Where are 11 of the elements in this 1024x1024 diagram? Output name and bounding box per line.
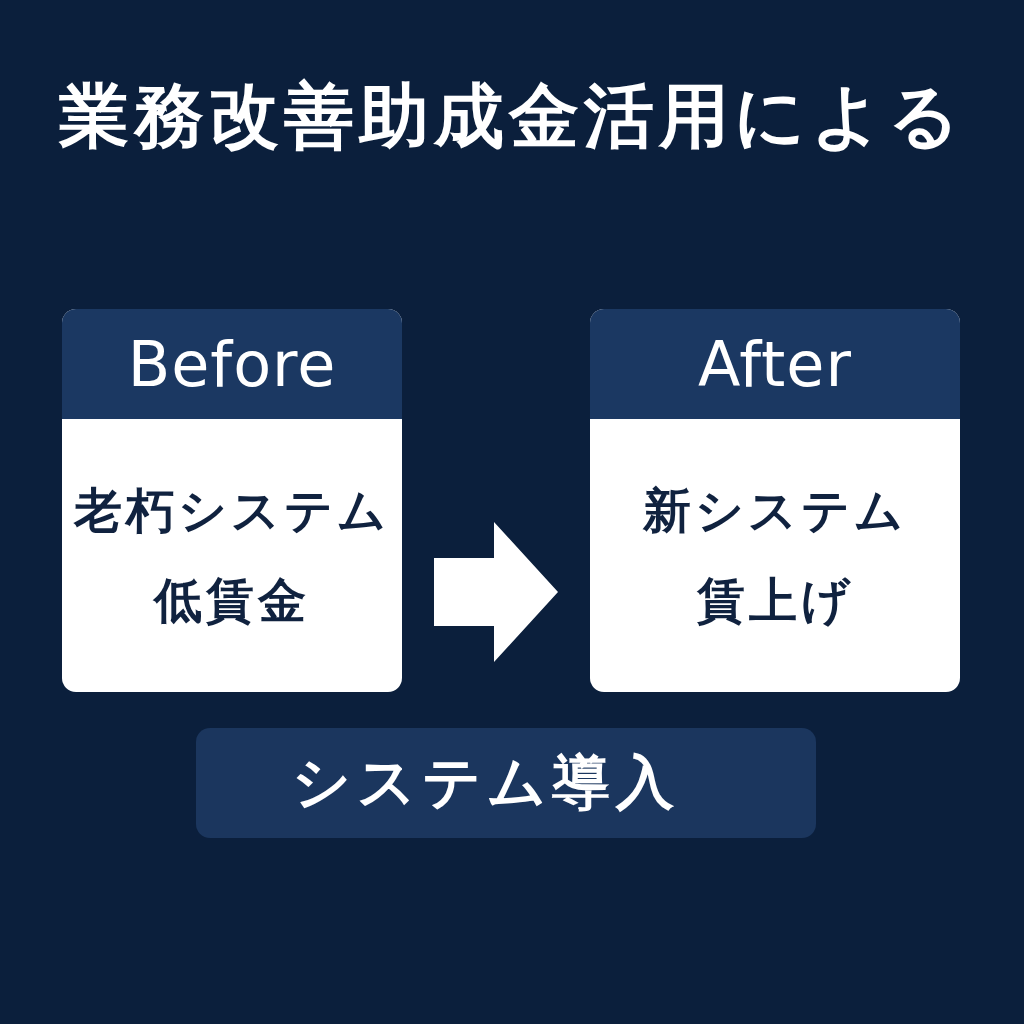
card-text: 賃上げ xyxy=(696,571,854,630)
card-text: 低賃金 xyxy=(154,571,310,630)
title: 業務改善助成金活用による xyxy=(59,74,965,158)
arrow xyxy=(434,522,558,662)
label-banner: システム導入 xyxy=(196,728,816,838)
card-text: 老朽システム xyxy=(74,481,390,540)
comparison-card xyxy=(590,309,960,692)
card-header: After xyxy=(590,309,960,419)
card-text: 新システム xyxy=(643,481,907,540)
card-header: Before xyxy=(62,309,402,419)
comparison-card xyxy=(62,309,402,692)
